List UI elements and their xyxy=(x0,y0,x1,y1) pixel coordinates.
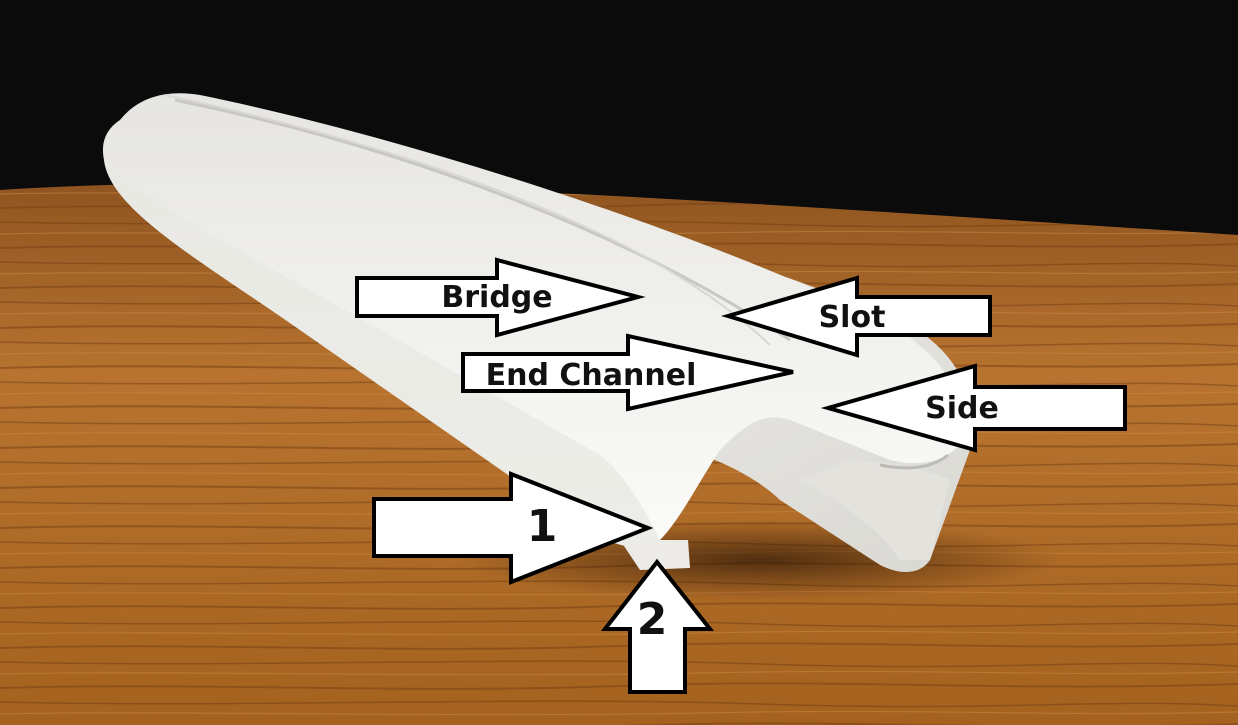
bridge-arrow: Bridge xyxy=(355,257,646,338)
arrow-2: 2 xyxy=(600,558,715,694)
arrow-1: 1 xyxy=(372,471,654,585)
slot-arrow: Slot xyxy=(721,275,992,358)
bridge-label: Bridge xyxy=(441,280,552,315)
label-2: 2 xyxy=(637,594,668,645)
end-channel-arrow: End Channel xyxy=(461,333,794,412)
side-arrow: Side xyxy=(820,363,1127,453)
end-channel-label: End Channel xyxy=(486,358,697,393)
slot-label: Slot xyxy=(819,300,886,335)
label-1: 1 xyxy=(527,501,558,552)
side-label: Side xyxy=(925,391,999,426)
